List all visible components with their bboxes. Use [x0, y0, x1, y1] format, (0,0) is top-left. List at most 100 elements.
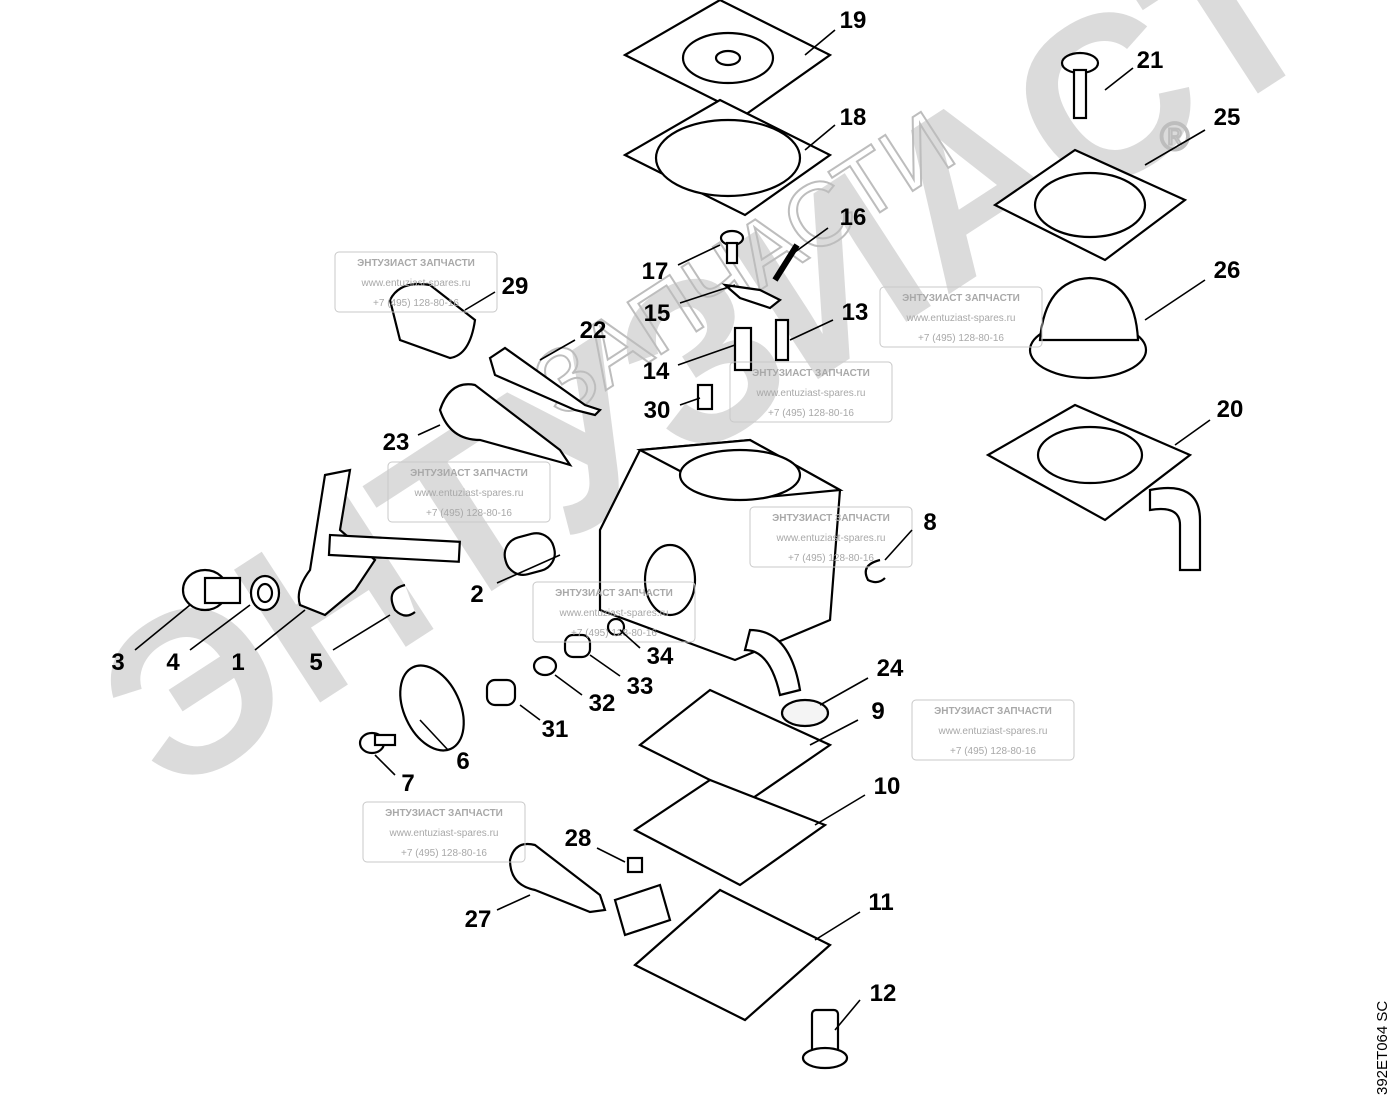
watermark-stamp-phone: +7 (495) 128-80-16 — [571, 628, 657, 639]
callout-number: 16 — [840, 204, 867, 231]
callout-16: 16 — [794, 204, 867, 253]
watermark-stamp-phone: +7 (495) 128-80-16 — [918, 333, 1004, 344]
leader-line — [464, 291, 496, 311]
watermark-stamp-url: www.entuziast-spares.ru — [906, 313, 1016, 324]
leader-line — [804, 29, 836, 56]
part-29-cap — [388, 282, 477, 360]
callout-number: 5 — [309, 649, 322, 676]
parts — [181, 0, 1202, 1070]
leader-line — [332, 614, 391, 651]
leader-line — [554, 674, 583, 696]
callout-27: 27 — [465, 894, 531, 933]
callout-6: 6 — [419, 719, 470, 775]
part-20-primer-housing — [985, 403, 1202, 572]
part-27-screw — [508, 842, 607, 914]
callout-number: 3 — [111, 649, 124, 676]
leader-line — [814, 911, 861, 941]
leader-line — [789, 319, 834, 341]
part-14-spring — [733, 326, 753, 372]
callout-29: 29 — [464, 273, 529, 311]
part-33-spring — [563, 633, 592, 659]
watermark-stamp-url: www.entuziast-spares.ru — [361, 278, 471, 289]
callout-number: 29 — [502, 273, 529, 300]
part-17-screw — [719, 229, 745, 265]
part-19-diaphragm-cover — [622, 0, 833, 117]
callout-19: 19 — [804, 7, 867, 56]
part-16-pin — [772, 243, 800, 282]
part-13-needle — [774, 318, 790, 362]
leader-line — [539, 339, 576, 361]
callout-number: 26 — [1214, 257, 1241, 284]
watermark-stamp-phone: +7 (495) 128-80-16 — [950, 746, 1036, 757]
drawing-code: 392ET064 SC — [1374, 1000, 1391, 1095]
callout-number: 21 — [1137, 47, 1164, 74]
leader-line — [884, 529, 913, 561]
leader-line — [596, 847, 626, 863]
callout-number: 1 — [231, 649, 244, 676]
callout-24: 24 — [819, 655, 904, 706]
watermark-stamp-title: ЭНТУЗИАСТ ЗАПЧАСТИ — [385, 808, 503, 819]
callout-26: 26 — [1144, 257, 1241, 321]
leader-line — [1174, 419, 1211, 446]
leader-line — [804, 124, 836, 151]
watermark-stamp: ЭНТУЗИАСТ ЗАПЧАСТИ www.entuziast-spares.r… — [362, 801, 526, 863]
part-8-clip — [864, 558, 886, 584]
leader-line — [809, 719, 859, 746]
callout-9: 9 — [809, 698, 885, 746]
callout-number: 23 — [383, 429, 410, 456]
part-18-gasket — [622, 98, 833, 217]
part-32-ring — [532, 655, 558, 677]
callout-number: 11 — [868, 889, 893, 916]
callout-number: 27 — [465, 906, 492, 933]
watermark-stamp-url: www.entuziast-spares.ru — [776, 533, 886, 544]
leader-line — [679, 397, 701, 406]
callout-number: 6 — [456, 748, 469, 775]
carburetor-body — [598, 438, 844, 697]
part-11-cover — [613, 883, 832, 1022]
part-22-idle-screw — [488, 346, 603, 417]
leader-line — [589, 654, 621, 677]
part-7-screw — [358, 731, 397, 755]
watermark-stamp-url: www.entuziast-spares.ru — [756, 388, 866, 399]
callout-number: 20 — [1217, 396, 1244, 423]
callout-32: 32 — [554, 674, 616, 717]
callout-number: 9 — [871, 698, 884, 725]
leader-line — [1144, 279, 1206, 321]
part-2-spring — [503, 532, 556, 576]
callout-number: 17 — [642, 258, 669, 285]
callout-8: 8 — [884, 509, 937, 561]
callout-number: 25 — [1214, 104, 1241, 131]
callout-23: 23 — [383, 424, 441, 456]
watermark-stamp-url: www.entuziast-spares.ru — [938, 726, 1048, 737]
callout-number: 18 — [840, 104, 867, 131]
part-12-screw — [801, 1008, 849, 1070]
callout-number: 32 — [589, 690, 616, 717]
callout-7: 7 — [374, 754, 415, 797]
leader-line — [794, 227, 829, 253]
part-5-clip — [390, 583, 416, 617]
watermark-stamp-title: ЭНТУЗИАСТ ЗАПЧАСТИ — [902, 293, 1020, 304]
watermark-stamp-title: ЭНТУЗИАСТ ЗАПЧАСТИ — [555, 588, 673, 599]
callout-21: 21 — [1104, 47, 1164, 91]
callout-1: 1 — [231, 609, 306, 676]
callout-number: 24 — [877, 655, 904, 682]
callout-3: 3 — [111, 604, 191, 676]
part-3-shaft-end — [181, 568, 242, 612]
callout-4: 4 — [166, 604, 251, 676]
callout-number: 13 — [842, 299, 869, 326]
callout-2: 2 — [470, 554, 561, 608]
callout-number: 19 — [840, 7, 867, 34]
watermark-stamp-url: www.entuziast-spares.ru — [389, 828, 499, 839]
watermark-stamp-title: ЭНТУЗИАСТ ЗАПЧАСТИ — [934, 706, 1052, 717]
part-1-throttle-lever — [297, 468, 461, 617]
part-24-screen — [780, 698, 830, 728]
leader-line — [496, 894, 531, 911]
leader-line — [419, 719, 449, 751]
part-31-plug — [485, 678, 517, 707]
leader-line — [679, 284, 736, 304]
callout-number: 34 — [647, 643, 674, 670]
watermark-stamp-title: ЭНТУЗИАСТ ЗАПЧАСТИ — [772, 513, 890, 524]
part-15-lever — [721, 283, 783, 310]
callout-18: 18 — [804, 104, 867, 151]
leader-line — [1144, 129, 1206, 166]
